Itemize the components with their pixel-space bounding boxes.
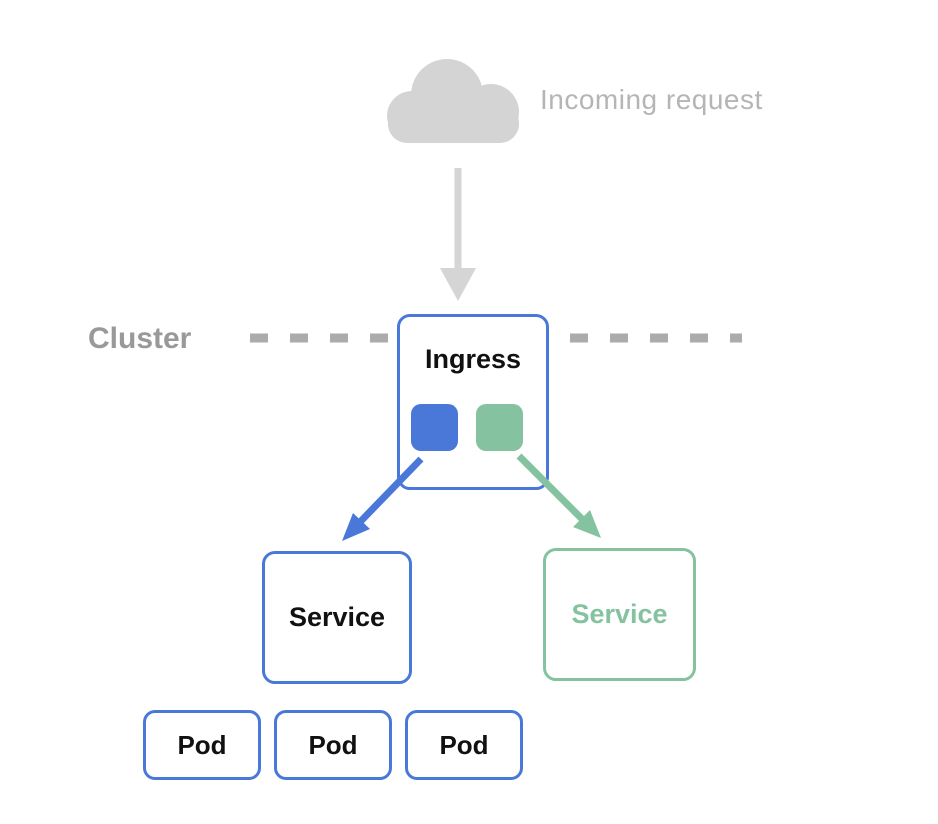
cloud-icon <box>387 59 519 143</box>
blue-backend-chip <box>411 404 458 451</box>
ingress-node: Ingress <box>397 314 549 490</box>
pod-node: Pod <box>143 710 261 780</box>
pod-label: Pod <box>439 729 489 760</box>
service-node-blue: Service <box>262 551 412 684</box>
service-blue-label: Service <box>288 602 386 632</box>
ingress-label: Ingress <box>424 344 522 374</box>
incoming-request-label: Incoming request <box>540 84 763 115</box>
pod-node: Pod <box>405 710 523 780</box>
service-node-green: Service <box>543 548 696 681</box>
pod-node: Pod <box>274 710 392 780</box>
service-green-label: Service <box>571 599 668 629</box>
arrow-down-icon <box>440 168 476 301</box>
pod-label: Pod <box>177 729 227 760</box>
green-backend-chip <box>476 404 523 451</box>
pod-label: Pod <box>308 729 358 760</box>
cluster-label: Cluster <box>88 322 192 355</box>
